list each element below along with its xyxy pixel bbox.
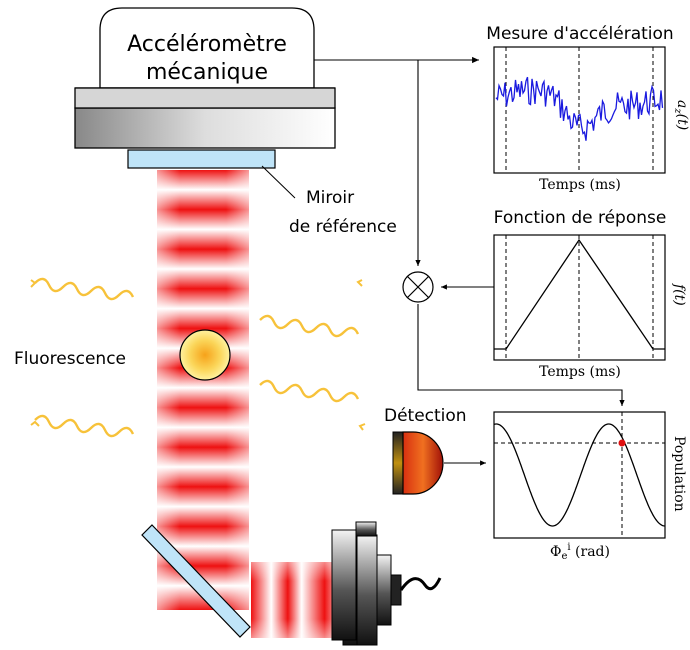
population-panel: Φei (rad) Population [493, 411, 687, 562]
fluorescence-wave-upper-left [34, 277, 135, 301]
operating-point-marker [618, 439, 626, 447]
folding-mirror [141, 524, 251, 638]
reference-mirror [127, 149, 276, 169]
accelerometer: Accéléromètre mécanique [74, 7, 336, 169]
fluorescence-wave-lower-left [34, 414, 135, 438]
mirror-label-line2: de référence [289, 217, 397, 237]
response-panel: Fonction de réponse Temps (ms) f(t) [493, 208, 687, 380]
accelerometer-body [99, 7, 315, 89]
accelerometer-base-plate [74, 107, 336, 149]
accelerometer-label-line1: Accéléromètre [127, 32, 287, 57]
acceleration-panel-ylabel: az(t) [672, 100, 690, 130]
accelerometer-label-line2: mécanique [146, 60, 268, 85]
acceleration-panel-title: Mesure d'accélération [486, 24, 673, 44]
response-panel-ylabel: f(t) [671, 283, 687, 306]
multiplier-node [402, 271, 434, 303]
fluorescence-wave-upper-right [259, 314, 360, 338]
laser-collimator [331, 520, 442, 646]
signal-wiring [314, 56, 625, 466]
response-function-curve [494, 238, 665, 350]
population-panel-ylabel: Population [671, 436, 687, 512]
population-sine-curve [493, 423, 666, 527]
fluorescence-label: Fluorescence [14, 349, 126, 369]
detector [392, 431, 444, 495]
response-panel-title: Fonction de réponse [494, 208, 667, 228]
fluorescence-wave-lower-right [259, 379, 360, 403]
fluorescence-waves [30, 277, 366, 438]
mirror-label-line1: Miroir [306, 188, 354, 208]
acceleration-panel-xlabel: Temps (ms) [539, 177, 621, 193]
laser-beam-horizontal [251, 562, 343, 638]
atom-cloud [179, 329, 231, 381]
laser-beam-vertical [157, 170, 249, 610]
acceleration-signal-trace [495, 76, 664, 141]
detection-label: Détection [384, 406, 467, 426]
population-panel-xlabel: Φei (rad) [550, 542, 610, 562]
response-panel-xlabel: Temps (ms) [539, 364, 621, 380]
mirror-pointer-line [261, 165, 296, 199]
acceleration-panel: Mesure d'accélération Temps (ms) az(t) [486, 24, 690, 193]
